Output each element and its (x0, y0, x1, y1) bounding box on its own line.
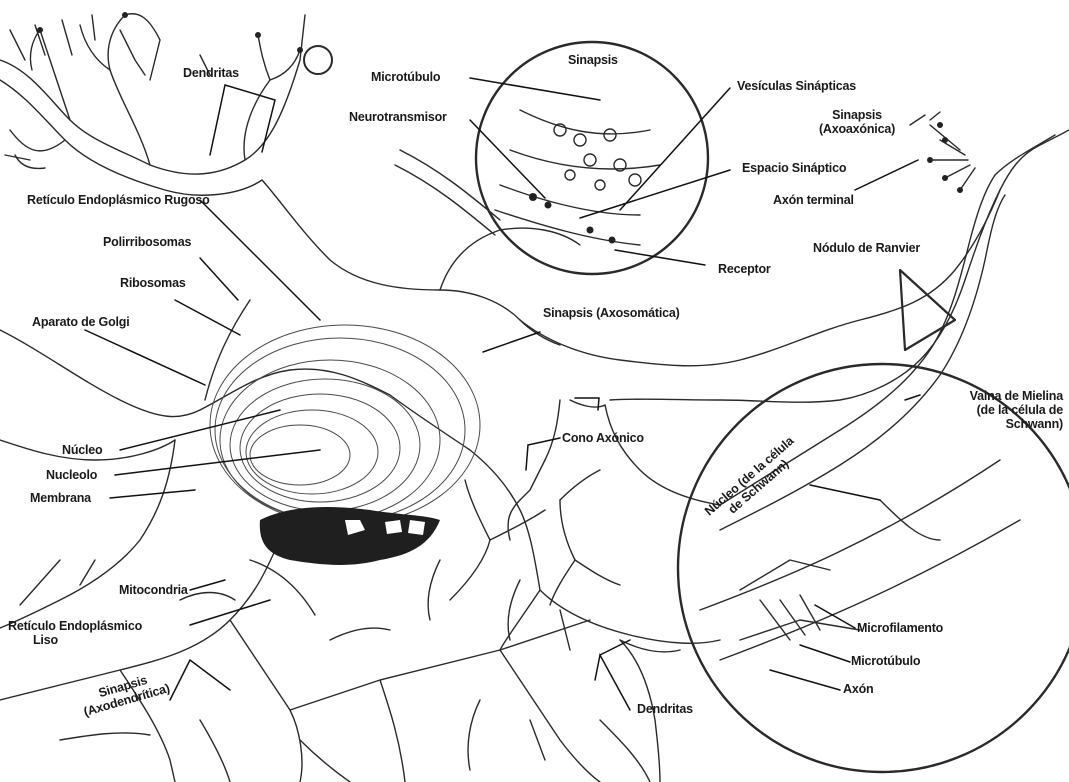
label-ribosomas: Ribosomas (120, 276, 186, 290)
label-aparato-golgi: Aparato de Golgi (32, 315, 130, 329)
label-dendritas-top: Dendritas (183, 66, 239, 80)
label-sinapsis-axosomatica: Sinapsis (Axosomática) (543, 306, 680, 320)
label-reticulo-liso-line2: Liso (8, 633, 142, 647)
synapse-magnifier (395, 42, 708, 274)
label-sinapsis-axoaxonica-line2: (Axoaxónica) (812, 122, 902, 136)
label-polirribosomas: Polirribosomas (103, 235, 191, 249)
label-axon: Axón (843, 682, 873, 696)
label-dendritas-bottom: Dendritas (637, 702, 693, 716)
label-nodulo-ranvier: Nódulo de Ranvier (813, 241, 920, 255)
label-microfilamento: Microfilamento (857, 621, 943, 635)
nucleus-rings (210, 325, 480, 525)
label-cono-axonico: Cono Axónico (562, 431, 644, 445)
label-microtubulo-top: Microtúbulo (371, 70, 440, 84)
label-membrana: Membrana (30, 491, 91, 505)
label-mitocondria: Mitocondria (119, 583, 188, 597)
label-vaina-mielina: Vaina de Mielina (de la célula de Schwan… (920, 389, 1063, 431)
label-axon-terminal: Axón terminal (773, 193, 854, 207)
label-espacio-sinaptico: Espacio Sináptico (742, 161, 846, 175)
label-sinapsis-axoaxonica-line1: Sinapsis (812, 108, 902, 122)
label-nucleolo: Nucleolo (46, 468, 97, 482)
label-reticulo-rugoso: Retículo Endoplásmico Rugoso (27, 193, 210, 207)
label-sinapsis-axoaxonica: Sinapsis (Axoaxónica) (812, 108, 902, 136)
label-vaina-mielina-line2: (de la célula de (920, 403, 1063, 417)
label-receptor: Receptor (718, 262, 771, 276)
label-sinapsis-header: Sinapsis (568, 53, 618, 67)
label-nucleo: Núcleo (62, 443, 102, 457)
label-reticulo-liso: Retículo Endoplásmico Liso (8, 619, 142, 647)
label-vesiculas-sinapticas: Vesículas Sinápticas (737, 79, 856, 93)
label-vaina-mielina-line1: Vaina de Mielina (920, 389, 1063, 403)
label-reticulo-liso-line1: Retículo Endoplásmico (8, 619, 142, 633)
label-microtubulo-bottom: Microtúbulo (851, 654, 920, 668)
label-neurotransmisor: Neurotransmisor (349, 110, 447, 124)
label-vaina-mielina-line3: Schwann) (920, 417, 1063, 431)
nissl-body-shading (260, 507, 440, 565)
dendrite-tree-top-left (0, 14, 332, 195)
